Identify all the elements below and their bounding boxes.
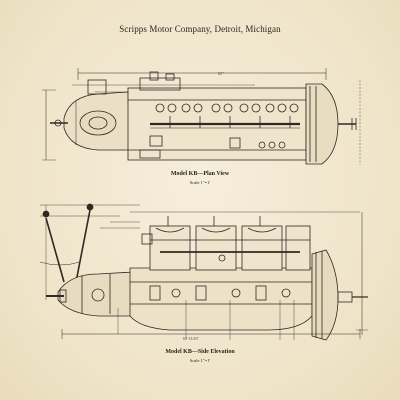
sheet-title: Scripps Motor Company, Detroit, Michigan xyxy=(119,24,281,34)
plan-cylinder-ports xyxy=(155,103,299,113)
side-elevation-caption: Model KB—Side Elevation xyxy=(165,349,235,355)
plan-overall-dimension: 63" xyxy=(218,71,224,76)
side-cylinder-block xyxy=(141,216,311,271)
plan-view-caption: Model KB—Plan View xyxy=(170,171,230,177)
side-crankcase xyxy=(129,267,313,331)
side-elevation-scale: Scale 1"=1' xyxy=(189,358,211,363)
plan-view-drawing: 63" xyxy=(42,68,361,165)
control-levers xyxy=(39,203,94,283)
plan-view-scale: Scale 1"=1' xyxy=(189,180,211,185)
side-gear-housing xyxy=(46,271,135,317)
side-overall-dimension: 67-13/16" xyxy=(183,336,199,341)
plan-gear-housing xyxy=(50,79,131,151)
plan-engine-block xyxy=(127,71,307,161)
plan-flywheel-housing xyxy=(305,83,357,165)
side-flywheel xyxy=(311,249,368,341)
